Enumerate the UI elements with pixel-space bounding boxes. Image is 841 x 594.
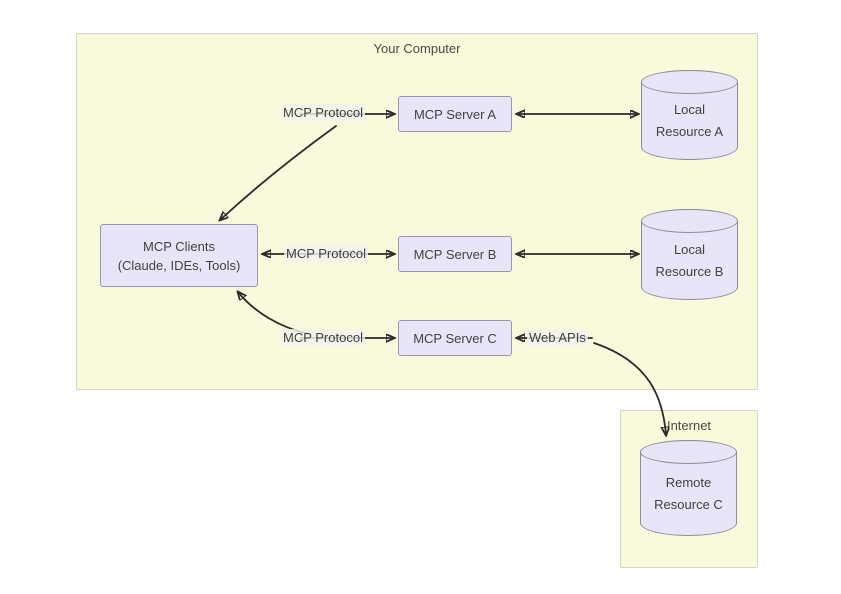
node-remote-resource-c: Remote Resource C: [640, 440, 737, 536]
mcp-clients-label-line2: (Claude, IDEs, Tools): [117, 257, 241, 273]
mcp-server-a-label: MCP Server A: [413, 106, 497, 122]
node-mcp-server-a: MCP Server A: [398, 96, 512, 132]
node-mcp-server-b: MCP Server B: [398, 236, 512, 272]
remote-resource-c-line2: Resource C: [654, 497, 723, 512]
group-title-internet: Internet: [666, 418, 712, 433]
mcp-server-b-label: MCP Server B: [413, 246, 497, 262]
node-local-resource-b: Local Resource B: [641, 209, 738, 300]
node-mcp-server-c: MCP Server C: [398, 320, 512, 356]
database-cylinder-lid: [641, 70, 738, 94]
mcp-clients-label-line1: MCP Clients: [142, 238, 215, 254]
edge-label-mcp-protocol-c: MCP Protocol: [281, 329, 365, 346]
node-mcp-clients: MCP Clients (Claude, IDEs, Tools): [100, 224, 258, 287]
node-local-resource-a: Local Resource A: [641, 70, 738, 160]
local-resource-b-line2: Resource B: [655, 263, 724, 279]
edge-label-web-apis: Web APIs: [527, 329, 588, 346]
group-title-your-computer: Your Computer: [373, 41, 461, 56]
arrow-protocol-c-to-clients: [238, 292, 309, 335]
edge-label-mcp-protocol-a: MCP Protocol: [281, 104, 365, 121]
local-resource-b-line1: Local: [673, 241, 706, 257]
edge-label-mcp-protocol-b: MCP Protocol: [284, 245, 368, 262]
database-cylinder-lid: [641, 209, 738, 233]
arrow-protocol-a-to-clients: [220, 125, 337, 220]
mcp-server-c-label: MCP Server C: [413, 330, 497, 346]
local-resource-a-line2: Resource A: [655, 124, 724, 139]
database-cylinder-lid: [640, 440, 737, 464]
arrow-web-apis-to-remote-resource: [593, 342, 666, 435]
local-resource-a-line1: Local: [673, 102, 706, 117]
remote-resource-c-line1: Remote: [665, 475, 712, 490]
